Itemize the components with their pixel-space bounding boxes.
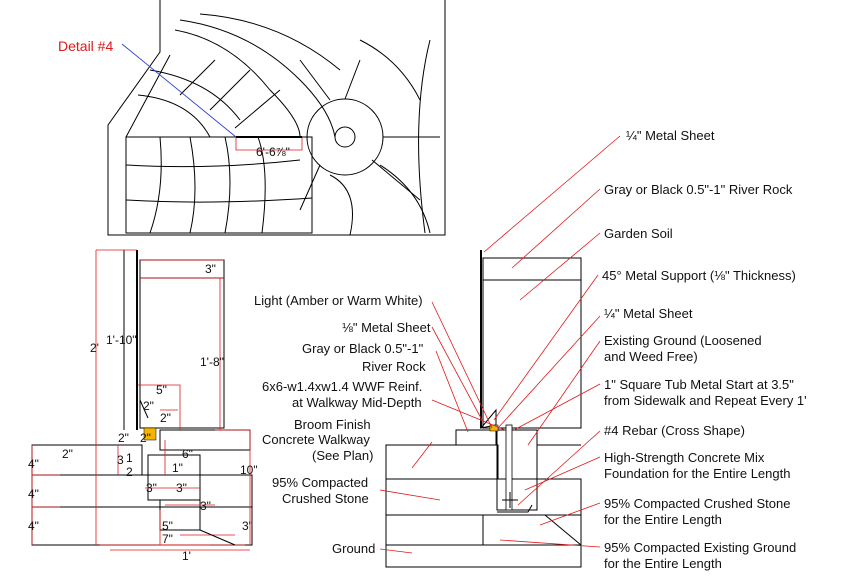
label-river-rock-mid-1: Gray or Black 0.5"-1" bbox=[302, 341, 424, 356]
label-tub-metal-1: 1" Square Tub Metal Start at 3.5" bbox=[604, 377, 794, 392]
dim-wall-height: 2' bbox=[90, 341, 99, 355]
dim-6in: 6" bbox=[182, 447, 193, 461]
dim-4in-c: 4" bbox=[28, 519, 39, 533]
dim-2in-b: 2" bbox=[160, 411, 171, 425]
label-existing-compacted-1: 95% Compacted Existing Ground bbox=[604, 540, 796, 555]
dim-half-num: 1 bbox=[126, 451, 133, 465]
plan-dimension-label: 6'-6⅞" bbox=[256, 145, 290, 159]
dim-2in-c: 2" bbox=[118, 431, 129, 445]
label-crushed-stone-2: for the Entire Length bbox=[604, 512, 722, 527]
detail-callout-label: Detail #4 bbox=[58, 38, 113, 54]
label-existing-ground-2: and Weed Free) bbox=[604, 349, 698, 364]
dim-1in: 1" bbox=[172, 461, 183, 475]
dim-4in-b: 4" bbox=[28, 487, 39, 501]
label-concrete-mix-1: High-Strength Concrete Mix bbox=[604, 450, 765, 465]
dim-wall-inner: 1'-10" bbox=[106, 333, 137, 347]
dim-1ft: 1' bbox=[182, 549, 191, 563]
label-broom-1: Broom Finish bbox=[294, 417, 371, 432]
plan-view bbox=[107, 0, 446, 236]
dim-7in: 7" bbox=[162, 532, 173, 546]
label-quarter-metal-sheet-top: ¼" Metal Sheet bbox=[626, 128, 715, 143]
dim-2in-e: 2" bbox=[62, 447, 73, 461]
label-garden-soil: Garden Soil bbox=[604, 226, 673, 241]
dim-half-den: 2 bbox=[126, 465, 133, 479]
label-existing-ground-1: Existing Ground (Loosened bbox=[604, 333, 762, 348]
label-concrete-mix-2: Foundation for the Entire Length bbox=[604, 466, 790, 481]
label-light: Light (Amber or Warm White) bbox=[254, 293, 423, 308]
dim-2in-a: 2" bbox=[143, 399, 154, 413]
dim-3-half-whole: 3 bbox=[117, 453, 124, 467]
label-compacted-stone-2: Crushed Stone bbox=[282, 491, 369, 506]
dim-2in-d: 2" bbox=[140, 431, 151, 445]
label-river-rock-mid-2: River Rock bbox=[362, 359, 426, 374]
label-river-rock: Gray or Black 0.5"-1" River Rock bbox=[604, 182, 793, 197]
dim-10in: 10" bbox=[240, 463, 258, 477]
label-wwf-2: at Walkway Mid-Depth bbox=[292, 395, 422, 410]
label-crushed-stone-1: 95% Compacted Crushed Stone bbox=[604, 496, 790, 511]
label-metal-support: 45° Metal Support (⅛" Thickness) bbox=[602, 268, 796, 283]
dim-soil-depth: 1'-8" bbox=[200, 355, 224, 369]
label-ground: Ground bbox=[332, 541, 375, 556]
dim-rock-depth: 3" bbox=[205, 262, 216, 276]
label-tub-metal-2: from Sidewalk and Repeat Every 1' bbox=[604, 393, 807, 408]
label-rebar: #4 Rebar (Cross Shape) bbox=[604, 423, 745, 438]
dim-3in-b: 3" bbox=[176, 481, 187, 495]
dim-5in-b: 5" bbox=[162, 519, 173, 533]
label-broom-2: Concrete Walkway bbox=[262, 432, 370, 447]
label-compacted-stone-1: 95% Compacted bbox=[272, 475, 368, 490]
label-wwf-1: 6x6-w1.4xw1.4 WWF Reinf. bbox=[262, 379, 422, 394]
left-section bbox=[31, 249, 253, 551]
dim-3in-d: 3" bbox=[242, 519, 253, 533]
label-existing-compacted-2: for the Entire Length bbox=[604, 556, 722, 571]
dim-3in-c: 3" bbox=[200, 499, 211, 513]
dim-5in: 5" bbox=[156, 383, 167, 397]
dim-3in-a: 3" bbox=[146, 481, 157, 495]
right-section bbox=[379, 135, 621, 568]
dim-4in-a: 4" bbox=[28, 457, 39, 471]
label-eighth-metal-sheet: ⅛" Metal Sheet bbox=[342, 320, 431, 335]
label-quarter-metal-sheet-mid: ¼" Metal Sheet bbox=[604, 306, 693, 321]
label-broom-3: (See Plan) bbox=[312, 448, 373, 463]
